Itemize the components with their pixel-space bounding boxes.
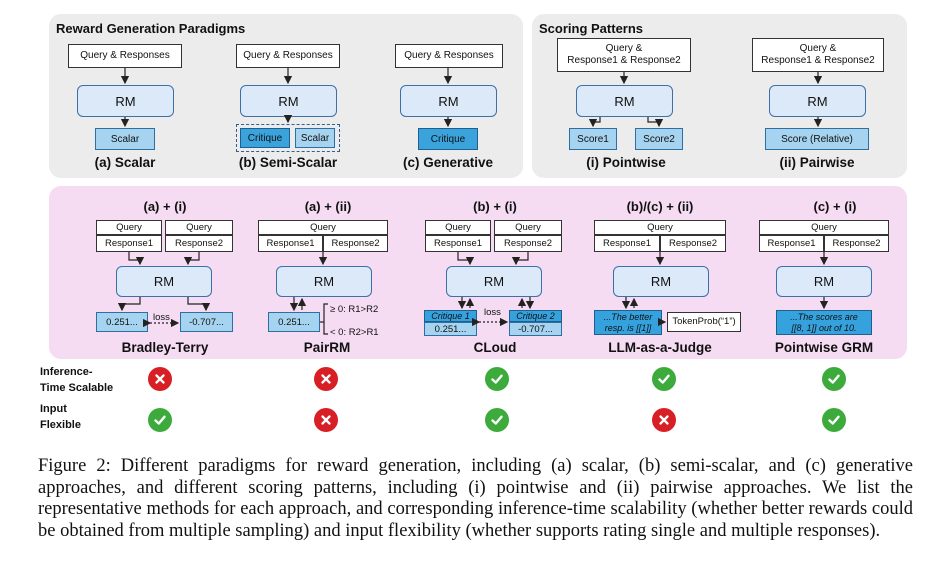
semiscalar-rm-box: RM	[240, 85, 337, 117]
bt-query2: Query	[165, 220, 233, 235]
grm-query: Query	[759, 220, 889, 235]
pairrm-name: PairRM	[303, 340, 351, 355]
grm-rm-box: RM	[776, 266, 872, 297]
pairwise-rm-box: RM	[769, 85, 866, 117]
bt-rm-box: RM	[116, 266, 212, 297]
pairrm-rm-box: RM	[276, 266, 372, 297]
pairrm-combo: (a) + (ii)	[304, 199, 352, 214]
check-icon	[148, 408, 172, 432]
bt-output2: -0.707...	[180, 312, 233, 332]
cross-icon	[148, 367, 172, 391]
grm-name: Pointwise GRM	[774, 340, 874, 355]
check-icon	[652, 367, 676, 391]
pointwise-input-line1: Query &	[605, 42, 643, 54]
cloud-response1: Response1	[425, 235, 491, 252]
generative-critique-box: Critique	[418, 128, 478, 150]
bt-response2: Response2	[165, 235, 233, 252]
bt-output1: 0.251...	[96, 312, 148, 332]
pairrm-query: Query	[258, 220, 388, 235]
figure-caption: Figure 2: Different paradigms for reward…	[38, 456, 913, 541]
bt-query1: Query	[96, 220, 162, 235]
check-icon	[822, 367, 846, 391]
judge-tokenprob-box: TokenProb(“1”)	[667, 312, 741, 332]
grm-critique-box: ...The scores are [[8, 1]] out of 10.	[776, 310, 872, 335]
pairrm-response2: Response2	[323, 235, 388, 252]
input-label-line2: Flexible	[40, 418, 81, 431]
semiscalar-scalar-box: Scalar	[295, 128, 335, 148]
generative-input-box: Query & Responses	[395, 44, 503, 68]
pointwise-label: (i) Pointwise	[586, 155, 666, 170]
inference-label-line1: Inference-	[40, 366, 93, 378]
semiscalar-input-box: Query & Responses	[236, 44, 340, 68]
grm-critique-line1: ...The scores are	[790, 311, 858, 322]
pairrm-rule2: < 0: R2>R1	[330, 327, 379, 338]
grm-critique-line2: [[8, 1]] out of 10.	[791, 322, 857, 333]
pointwise-input-box: Query & Response1 & Response2	[557, 38, 691, 72]
pairrm-response1: Response1	[258, 235, 323, 252]
scalar-label: (a) Scalar	[94, 155, 156, 170]
input-flexible-label: Input Flexible	[40, 402, 81, 434]
pairwise-input-line2: Response1 & Response2	[761, 55, 875, 66]
input-label-line1: Input	[40, 403, 67, 415]
inference-scalable-label: Inference- Time Scalable	[40, 365, 113, 397]
check-icon	[485, 367, 509, 391]
cloud-critique1: Critique 1	[424, 310, 477, 322]
pairwise-score-box: Score (Relative)	[765, 128, 869, 150]
semiscalar-label: (b) Semi-Scalar	[238, 155, 338, 170]
judge-name: LLM-as-a-Judge	[608, 340, 712, 355]
judge-critique-line2: resp. is [[1]]	[604, 322, 652, 333]
pairwise-input-box: Query & Response1 & Response2	[752, 38, 884, 72]
judge-response2: Response2	[660, 235, 726, 252]
pairwise-label: (ii) Pairwise	[779, 155, 855, 170]
pointwise-score1-box: Score1	[569, 128, 617, 150]
cloud-combo: (b) + (i)	[473, 199, 517, 214]
generative-label: (c) Generative	[402, 155, 494, 170]
scalar-input-box: Query & Responses	[68, 44, 182, 68]
cloud-critique2: Critique 2	[509, 310, 562, 322]
cloud-loss-label: loss	[484, 307, 501, 318]
grm-response2: Response2	[824, 235, 889, 252]
semiscalar-output-group	[236, 124, 340, 152]
bt-name: Bradley-Terry	[121, 340, 209, 355]
cloud-rm-box: RM	[446, 266, 542, 297]
bt-loss-label: loss	[153, 312, 170, 323]
inference-label-line2: Time Scalable	[40, 381, 114, 394]
cloud-name: CLoud	[473, 340, 517, 355]
cross-icon	[314, 367, 338, 391]
cloud-response2: Response2	[494, 235, 562, 252]
scalar-rm-box: RM	[77, 85, 174, 117]
judge-combo: (b)/(c) + (ii)	[626, 199, 694, 214]
judge-response1: Response1	[594, 235, 660, 252]
scoring-panel-title: Scoring Patterns	[539, 21, 644, 36]
pairrm-output: 0.251...	[268, 312, 320, 332]
cloud-output1: 0.251...	[424, 322, 477, 336]
check-icon	[485, 408, 509, 432]
pairrm-rule1: ≥ 0: R1>R2	[330, 304, 379, 315]
grm-response1: Response1	[759, 235, 824, 252]
pointwise-score2-box: Score2	[635, 128, 683, 150]
cloud-output2: -0.707...	[509, 322, 562, 336]
cloud-query1: Query	[425, 220, 491, 235]
judge-rm-box: RM	[613, 266, 709, 297]
cross-icon	[314, 408, 338, 432]
semiscalar-critique-box: Critique	[240, 128, 290, 148]
grm-combo: (c) + (i)	[813, 199, 857, 214]
pairwise-input-line1: Query &	[799, 42, 837, 54]
check-icon	[822, 408, 846, 432]
pointwise-rm-box: RM	[576, 85, 673, 117]
judge-critique-line1: ...The better	[603, 311, 653, 322]
bt-response1: Response1	[96, 235, 162, 252]
scalar-output-box: Scalar	[95, 128, 155, 150]
reward-panel-title: Reward Generation Paradigms	[56, 21, 246, 36]
generative-rm-box: RM	[400, 85, 497, 117]
pointwise-input-line2: Response1 & Response2	[567, 55, 681, 66]
cloud-query2: Query	[494, 220, 562, 235]
judge-query: Query	[594, 220, 726, 235]
bt-combo: (a) + (i)	[143, 199, 187, 214]
cross-icon	[652, 408, 676, 432]
judge-critique-box: ...The better resp. is [[1]]	[594, 310, 662, 335]
